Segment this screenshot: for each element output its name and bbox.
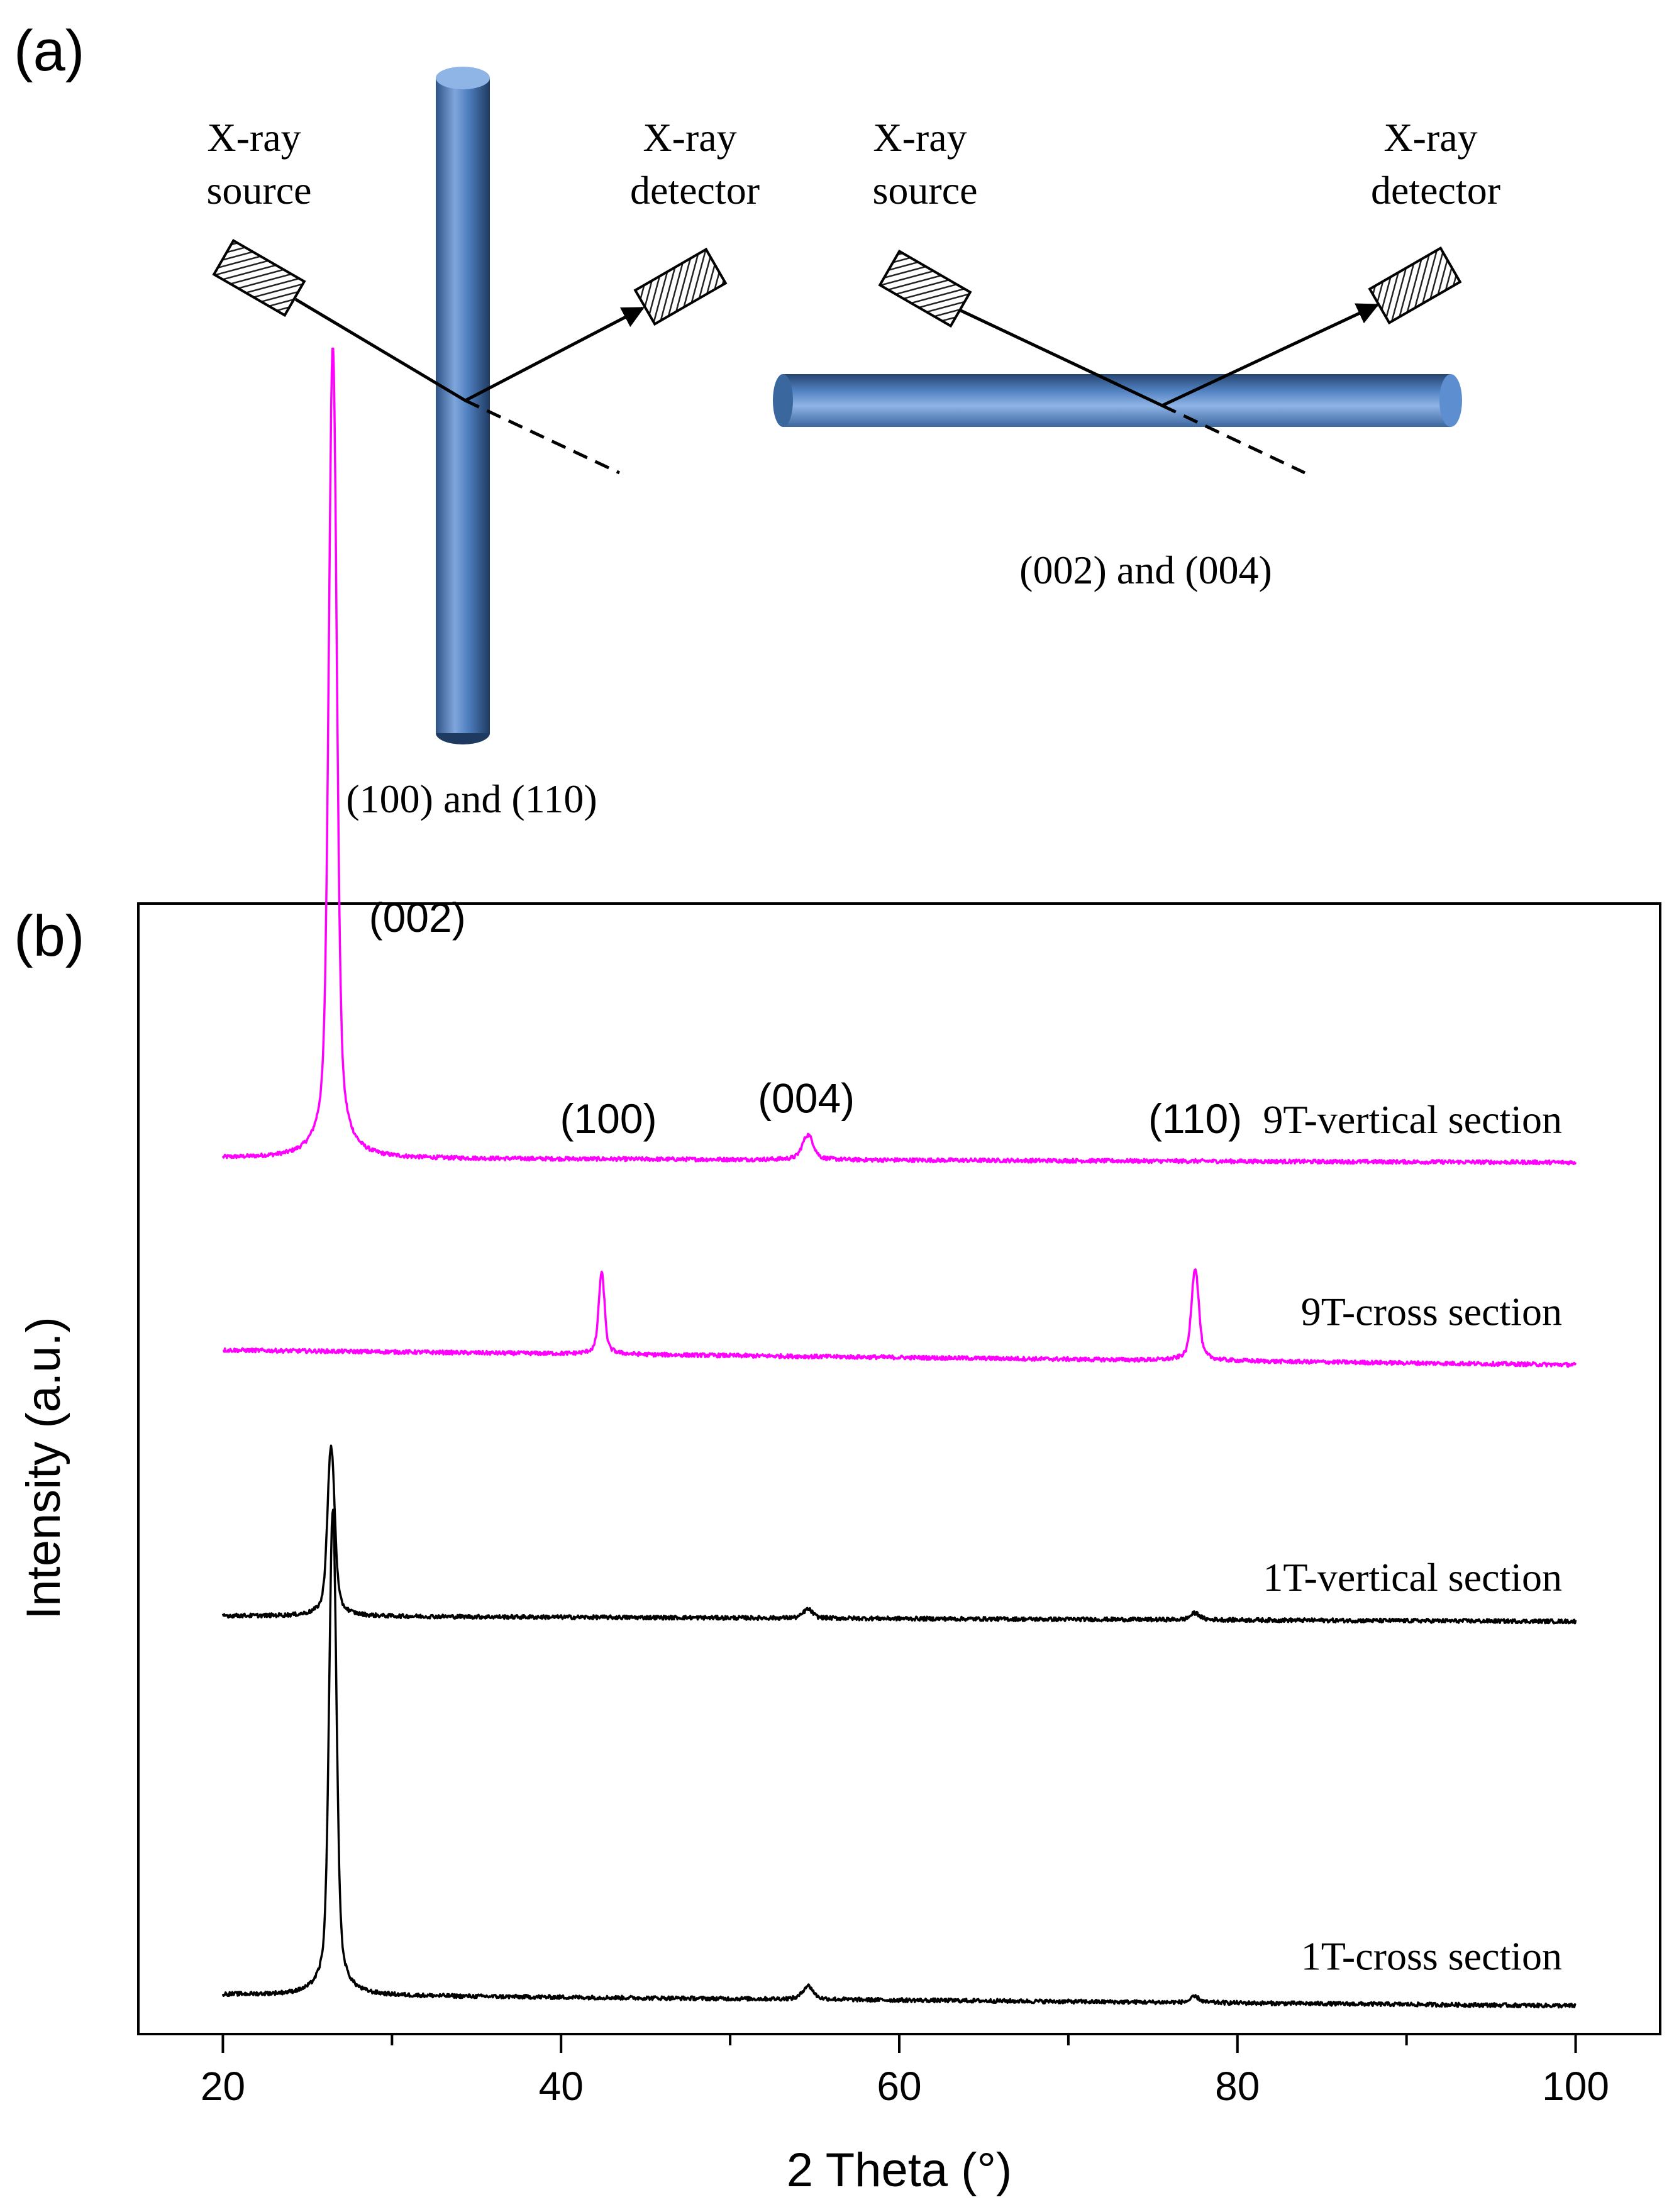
peak-label: (110) [1148, 1095, 1242, 1142]
series-label: 9T-cross section [1301, 1290, 1562, 1334]
transmitted-beam-left [464, 399, 621, 475]
peak-label: (100) [560, 1095, 657, 1142]
x-axis-ticks: 20 40 60 80 100 [201, 2034, 1609, 2109]
series-layer [221, 347, 1577, 2009]
detector-label-right: X-ray detector [1371, 115, 1500, 213]
vertical-rod [436, 67, 490, 744]
source-label-right: X-ray source [872, 115, 977, 213]
xray-source-box-left [212, 238, 306, 318]
source-label-left: X-ray source [206, 115, 311, 213]
detector-label-left: X-ray detector [630, 115, 760, 213]
incident-beam-left [294, 297, 467, 402]
diffracted-beam-right [1161, 303, 1380, 407]
plot-frame [137, 902, 1661, 2035]
peak-label: (002) [369, 894, 466, 941]
diffracted-beam-left [464, 306, 645, 402]
series-line-0 [221, 347, 1577, 1166]
panel-b-label: (b) [14, 904, 84, 968]
xray-detector-box-right [1368, 246, 1462, 325]
y-axis-title: Intensity (a.u.) [17, 1317, 70, 1620]
x-axis-title: 2 Theta (°) [787, 2143, 1012, 2197]
x-tick-label: 80 [1215, 2064, 1260, 2109]
x-tick-label: 100 [1542, 2064, 1609, 2109]
x-tick-label: 20 [201, 2064, 245, 2109]
series-line-1 [222, 1268, 1577, 1368]
xray-source-box-right [878, 249, 972, 328]
series-label: 1T-cross section [1301, 1934, 1562, 1979]
series-label: 1T-vertical section [1263, 1555, 1562, 1600]
panel-b: (b) 20 40 60 80 100 9T-vertical section 9T-cr… [14, 347, 1661, 2197]
xray-detector-box-left [633, 247, 728, 326]
incident-beam-right [960, 309, 1163, 407]
x-tick-label: 60 [877, 2064, 921, 2109]
x-tick-label: 40 [539, 2064, 584, 2109]
planes-label-left: (100) and (110) [346, 777, 597, 821]
horizontal-rod [773, 374, 1462, 427]
peak-label: (004) [758, 1075, 855, 1122]
panel-a: (a) X-ray source X-ray detector (100) an… [14, 19, 1500, 821]
series-label: 9T-vertical section [1263, 1097, 1562, 1142]
planes-label-right: (002) and (004) [1019, 548, 1272, 592]
panel-a-label: (a) [14, 19, 84, 83]
series-line-2 [221, 1444, 1577, 1625]
transmitted-beam-right [1161, 404, 1306, 475]
series-line-3 [221, 1508, 1577, 2009]
labels-layer: 9T-vertical section 9T-cross section 1T-ve… [369, 894, 1562, 1979]
